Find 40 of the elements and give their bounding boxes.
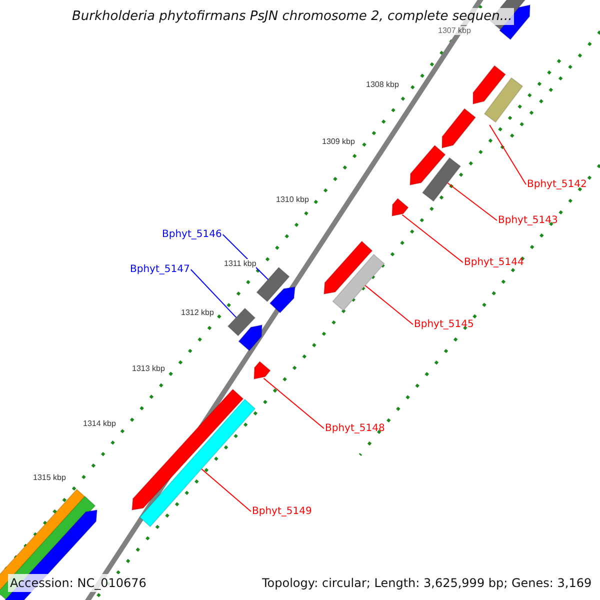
gene-block: [422, 157, 462, 202]
gene-label: Bphyt_5146: [162, 229, 222, 240]
leader-line: [402, 214, 464, 263]
gene-block: [332, 254, 385, 312]
scale-label: 1314 kbp: [83, 419, 116, 428]
scale-label: 1307 kbp: [438, 26, 471, 35]
gene-block: [253, 360, 271, 380]
gene-block: [256, 266, 290, 302]
leader-line: [201, 468, 252, 512]
leader-line: [447, 182, 498, 221]
leader-line: [489, 124, 526, 185]
leader-line: [263, 378, 324, 429]
gene-block: [323, 240, 373, 295]
gene-label: Bphyt_5144: [464, 257, 524, 268]
gene-block: [131, 388, 244, 511]
gene-block: [484, 77, 524, 123]
scale-label: 1310 kbp: [276, 195, 309, 204]
scale-label: 1311 kbp: [224, 259, 256, 268]
gene-label: Bphyt_5147: [130, 264, 190, 275]
gene-block: [409, 144, 446, 186]
scale-label: 1308 kbp: [366, 80, 399, 89]
scale-label: 1312 kbp: [181, 308, 214, 317]
gene-block: [472, 64, 506, 105]
leader-line: [190, 269, 237, 318]
title: Burkholderia phytofirmans PsJN chromosome 2, complete sequen...: [70, 8, 514, 25]
info-text: Accession: NC_010676: [8, 574, 148, 592]
gene-block: [269, 286, 296, 314]
leader-line: [364, 284, 414, 325]
scale-label: 1315 kbp: [33, 473, 66, 482]
gene-label: Bphyt_5142: [527, 179, 587, 190]
gene-block: [441, 108, 476, 149]
gene-block: [227, 308, 256, 336]
gene-label: Bphyt_5145: [414, 319, 474, 330]
gene-label: Bphyt_5143: [498, 215, 558, 226]
gene-label: Bphyt_5148: [325, 423, 385, 434]
scale-label: 1309 kbp: [322, 137, 355, 146]
gene-block: [391, 198, 409, 217]
scale-label: 1313 kbp: [132, 364, 165, 373]
gene-label: Bphyt_5149: [252, 506, 312, 517]
gene-block: [238, 324, 263, 352]
